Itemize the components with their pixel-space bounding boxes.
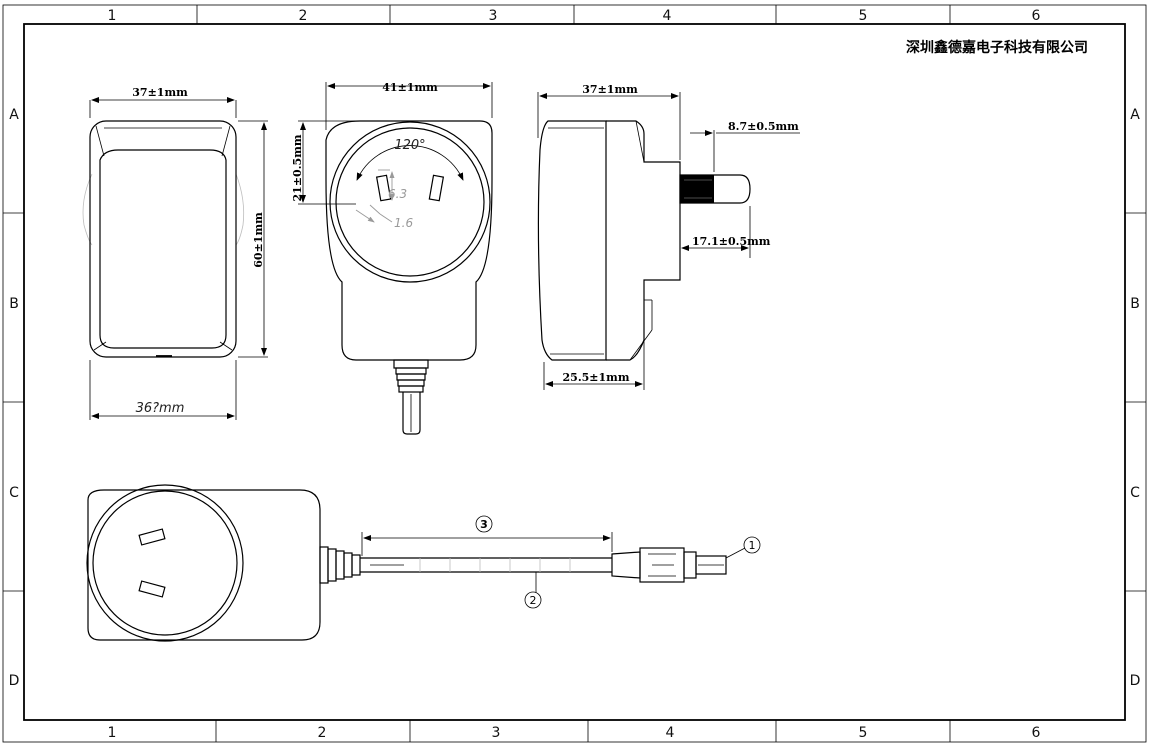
pin-length-label: 17.1±0.5mm (692, 235, 771, 248)
column-label: 3 (492, 725, 501, 741)
row-label: B (9, 296, 19, 312)
column-label: 3 (489, 8, 498, 24)
column-label: 2 (318, 725, 327, 741)
row-label: C (1130, 485, 1140, 501)
front-view: 37±1mm 60±1mm 36?mm (82, 86, 268, 420)
column-label: 5 (859, 8, 868, 24)
assembly-view: 3 2 1 (86, 484, 761, 642)
balloon-1: 1 (749, 539, 756, 552)
front-height-label: 60±1mm (252, 212, 265, 268)
pin-width-label: 1.6 (394, 216, 413, 230)
row-label: A (1130, 107, 1140, 123)
company-name: 深圳鑫德嘉电子科技有限公司 (906, 39, 1088, 56)
pin-thickness-label: 8.7±0.5mm (728, 120, 799, 133)
row-label: A (9, 107, 19, 123)
front-width-label: 37±1mm (132, 86, 188, 99)
drawing-frame (2, 4, 1147, 743)
front-bottom-width-label: 36?mm (136, 401, 185, 416)
plug-face-view: 120° 6.3 1.6 41±1mm 21±0.5mm (291, 81, 493, 435)
frame-column-labels-top: 1 2 3 4 5 6 (108, 8, 1041, 24)
row-label: C (9, 485, 19, 501)
frame-column-labels-bottom: 1 2 3 4 5 6 (108, 725, 1041, 741)
column-label: 4 (666, 725, 675, 741)
pin-insulation (680, 175, 714, 203)
column-label: 1 (108, 8, 117, 24)
frame-row-labels-right: A B C D (1130, 107, 1141, 689)
depth-label: 25.5±1mm (563, 371, 630, 384)
column-label: 1 (108, 725, 117, 741)
row-label: D (1130, 673, 1141, 689)
pin-right (428, 174, 445, 202)
angle-label: 120° (394, 138, 425, 153)
side-width-label: 37±1mm (582, 83, 638, 96)
balloon-2: 2 (530, 594, 537, 607)
column-label: 4 (663, 8, 672, 24)
pin-length-label: 6.3 (388, 187, 407, 201)
column-label: 6 (1032, 8, 1041, 24)
side-view: 37±1mm 8.7±0.5mm 17.1±0.5mm 25.5±1mm (537, 83, 800, 390)
row-label: B (1130, 296, 1140, 312)
frame-row-labels-left: A B C D (9, 107, 20, 689)
pin-offset-label: 21±0.5mm (291, 134, 304, 201)
column-label: 2 (299, 8, 308, 24)
plug-width-label: 41±1mm (382, 81, 438, 94)
column-label: 5 (859, 725, 868, 741)
column-label: 6 (1032, 725, 1041, 741)
row-label: D (9, 673, 20, 689)
balloon-3: 3 (480, 518, 488, 531)
